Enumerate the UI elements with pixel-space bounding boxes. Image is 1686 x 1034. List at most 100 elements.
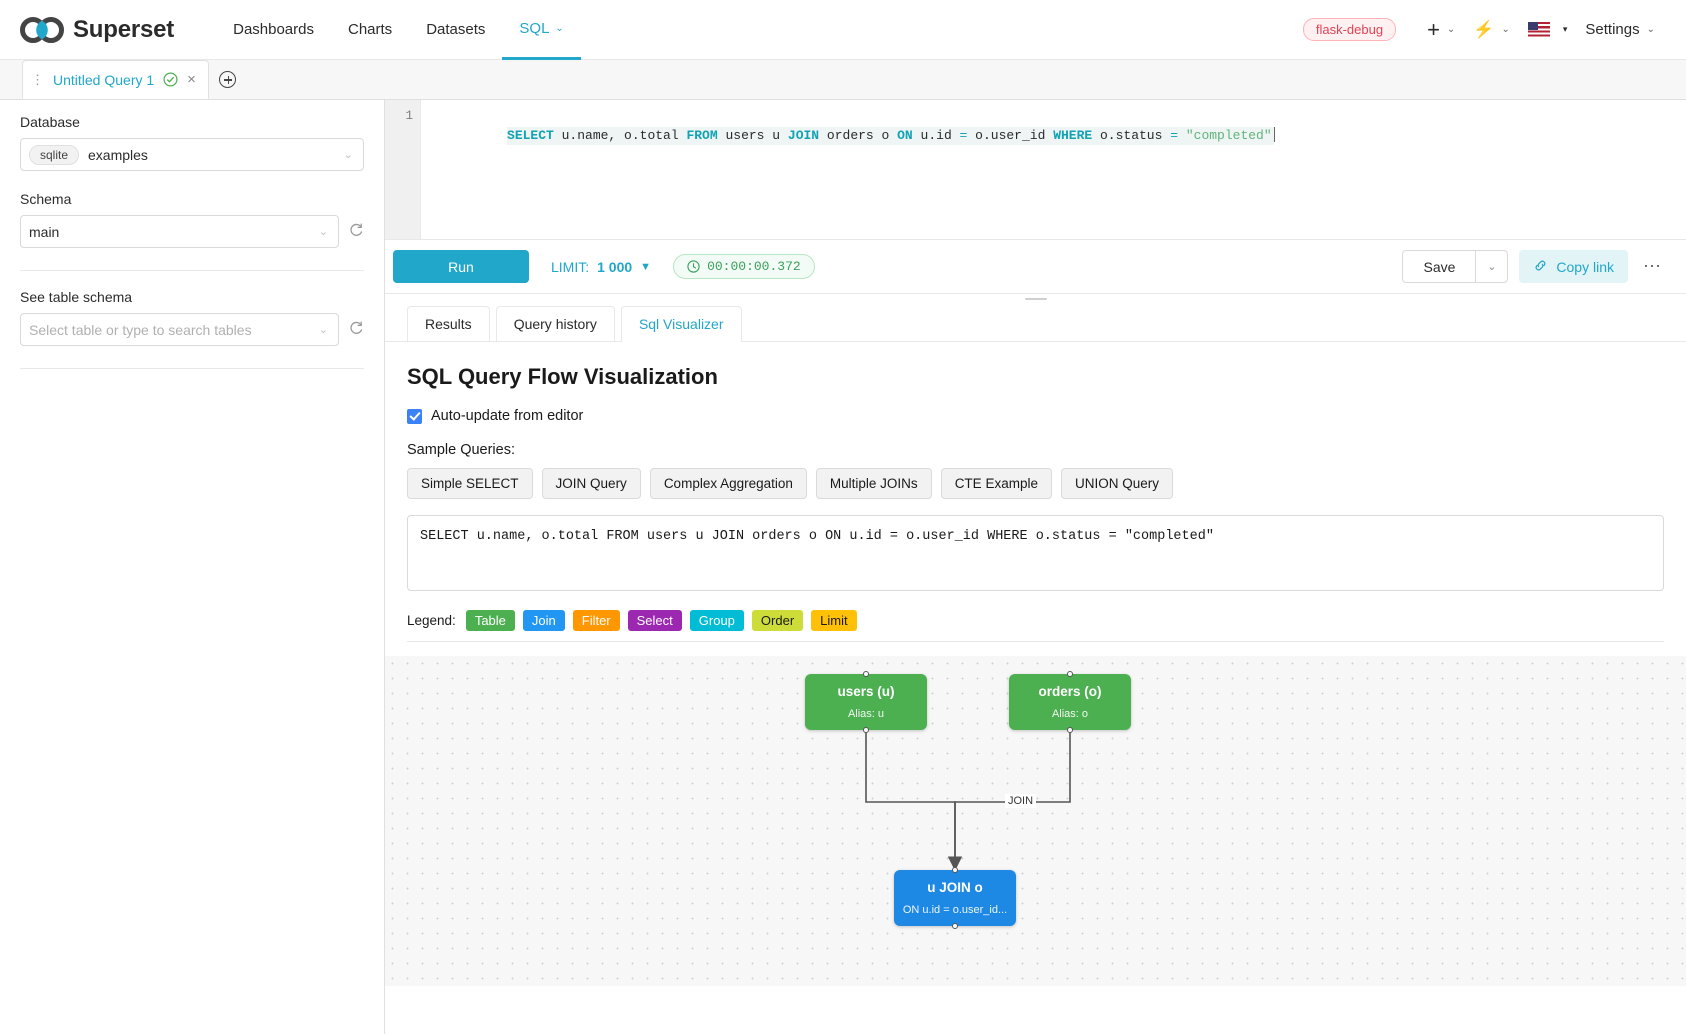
link-icon: [1533, 258, 1548, 276]
query-tab-untitled-query-1[interactable]: ⋮ Untitled Query 1 ×: [22, 60, 209, 99]
sql-ace-editor[interactable]: 1 SELECT u.name, o.total FROM users u JO…: [385, 100, 1686, 240]
caret-down-icon: ▾: [1562, 24, 1568, 34]
tab-results[interactable]: Results: [407, 306, 490, 341]
sidebar-divider: [20, 270, 364, 271]
code-token: o.user_id: [967, 128, 1054, 143]
table-placeholder: Select table or type to search tables: [29, 321, 252, 338]
auto-update-checkbox[interactable]: [407, 408, 422, 424]
code-token: orders o: [819, 128, 898, 143]
table-select[interactable]: Select table or type to search tables ⌄: [20, 313, 339, 346]
schema-select[interactable]: main ⌄: [20, 215, 339, 248]
nav-sql[interactable]: SQL ⌄: [502, 0, 581, 60]
editor-pane: 1 SELECT u.name, o.total FROM users u JO…: [385, 100, 1686, 1034]
nav-charts[interactable]: Charts: [331, 0, 409, 60]
node-port-top[interactable]: [1067, 671, 1073, 677]
add-query-tab-button[interactable]: [209, 60, 247, 99]
plus-icon: +: [1427, 16, 1440, 42]
sample-query-button[interactable]: CTE Example: [940, 468, 1052, 499]
table-field-row: Select table or type to search tables ⌄: [20, 313, 364, 346]
node-title: users (u): [837, 684, 895, 700]
flow-edge-label: JOIN: [1005, 794, 1037, 808]
primary-nav: Dashboards Charts Datasets SQL ⌄: [216, 0, 581, 60]
brand-name: Superset: [73, 15, 175, 43]
run-button[interactable]: Run: [393, 250, 529, 283]
code-token: ON: [897, 128, 913, 143]
refresh-schema-icon[interactable]: [348, 222, 364, 241]
database-label: Database: [20, 114, 80, 130]
flow-edge: [865, 730, 963, 871]
sample-query-button[interactable]: Complex Aggregation: [649, 468, 807, 499]
editor-toolbar: Run LIMIT: 1 000 ▼ 00:00:00.372 Save: [385, 240, 1686, 294]
auto-update-label: Auto-update from editor: [431, 408, 584, 424]
query-tab-label: Untitled Query 1: [53, 71, 155, 88]
save-button[interactable]: Save: [1402, 250, 1476, 283]
node-port-bottom[interactable]: [863, 727, 869, 733]
visualizer-divider: [407, 641, 1664, 642]
legend-label: Legend:: [407, 613, 456, 628]
bolt-icon: ⚡: [1473, 20, 1495, 39]
sample-queries-row: Simple SELECT JOIN Query Complex Aggregati…: [407, 468, 1664, 499]
more-options-icon[interactable]: ⋯: [1643, 256, 1662, 276]
editor-line-1: SELECT u.name, o.total FROM users u JOIN…: [507, 127, 1274, 145]
node-port-bottom[interactable]: [1067, 727, 1073, 733]
node-subtitle: Alias: u: [847, 707, 885, 720]
pane-resize-handle[interactable]: [385, 294, 1686, 304]
query-tab-bar: ⋮ Untitled Query 1 ×: [0, 60, 1686, 100]
save-button-group: Save ⌄: [1402, 250, 1509, 283]
navbar-right: flask-debug + ⌄ ⚡ ⌄ ▾ Settings ⌄: [1302, 0, 1664, 60]
nav-dashboards[interactable]: Dashboards: [216, 0, 331, 60]
node-port-top[interactable]: [863, 671, 869, 677]
tab-query-history[interactable]: Query history: [495, 306, 615, 341]
sample-query-button[interactable]: Simple SELECT: [407, 468, 533, 499]
node-title: orders (o): [1038, 684, 1102, 700]
node-port-top[interactable]: [952, 867, 958, 873]
flask-debug-badge[interactable]: flask-debug: [1302, 18, 1397, 41]
flow-node-orders[interactable]: orders (o) Alias: o: [1009, 671, 1131, 733]
sql-input-textarea[interactable]: [407, 515, 1664, 591]
flow-canvas[interactable]: users (u) Alias: u orders (o) Alias: o u JOI…: [385, 656, 1686, 986]
settings-menu[interactable]: Settings ⌄: [1576, 0, 1664, 60]
save-dropdown-button[interactable]: ⌄: [1475, 250, 1509, 283]
editor-code[interactable]: SELECT u.name, o.total FROM users u JOIN…: [421, 100, 1686, 239]
code-token: =: [1170, 128, 1179, 143]
node-subtitle: ON u.id = o.user_id...: [902, 903, 1008, 916]
query-timer-badge: 00:00:00.372: [673, 254, 815, 279]
sample-query-button[interactable]: JOIN Query: [541, 468, 641, 499]
legend-chip: Order: [751, 610, 804, 631]
drag-handle-icon[interactable]: ⋮: [31, 72, 44, 87]
sample-query-button[interactable]: UNION Query: [1060, 468, 1173, 499]
code-token: u.name, o.total: [553, 128, 687, 143]
main-split: Database sqlite examples ⌄ Schema main ⌄: [0, 100, 1686, 1034]
schema-field-row: main ⌄: [20, 215, 364, 248]
close-icon[interactable]: ×: [187, 71, 196, 88]
sample-query-button[interactable]: Multiple JOINs: [815, 468, 932, 499]
limit-dropdown[interactable]: LIMIT: 1 000 ▼: [551, 259, 651, 275]
code-token: =: [959, 128, 968, 143]
node-port-bottom[interactable]: [952, 923, 958, 929]
bolt-menu-button[interactable]: ⚡ ⌄: [1464, 0, 1519, 60]
database-value: examples: [88, 146, 148, 163]
nav-sql-label: SQL: [519, 19, 550, 37]
nav-datasets[interactable]: Datasets: [409, 0, 502, 60]
flow-node-users[interactable]: users (u) Alias: u: [805, 671, 927, 733]
chevron-down-icon: ⌄: [318, 226, 328, 238]
copy-link-button[interactable]: Copy link: [1519, 250, 1628, 283]
tab-results-label: Results: [425, 316, 472, 332]
visualizer-panel: SQL Query Flow Visualization Auto-update…: [385, 342, 1686, 1034]
refresh-tables-icon[interactable]: [348, 320, 364, 339]
superset-logo[interactable]: Superset: [20, 16, 174, 44]
code-token: WHERE: [1053, 128, 1093, 143]
top-navbar: Superset Dashboards Charts Datasets SQL …: [0, 0, 1686, 60]
schema-label: Schema: [20, 191, 72, 207]
tab-sql-visualizer[interactable]: Sql Visualizer: [620, 306, 742, 342]
node-subtitle: Alias: o: [1051, 707, 1089, 720]
language-selector[interactable]: ▾: [1519, 0, 1577, 60]
new-item-button[interactable]: + ⌄: [1418, 0, 1464, 60]
database-select[interactable]: sqlite examples ⌄: [20, 138, 364, 171]
code-token: o.status: [1092, 128, 1171, 143]
legend-chip: Table: [465, 610, 515, 631]
code-token: FROM: [686, 128, 718, 143]
